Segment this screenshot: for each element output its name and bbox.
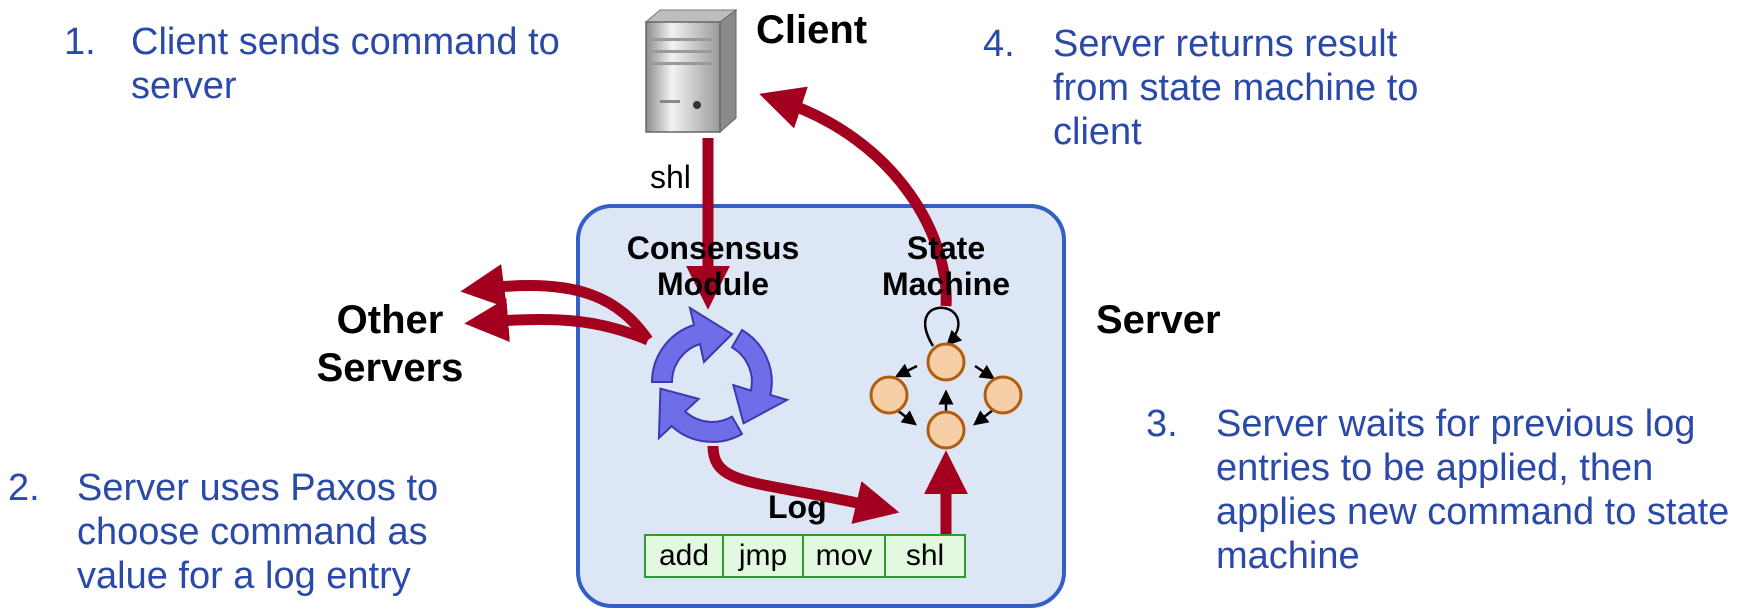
step-2: 2. Server uses Paxos to choose command a…: [8, 466, 528, 598]
step-4-text: Server returns result from state machine…: [1053, 23, 1419, 153]
arrow-consensus-to-other-server-2: [464, 298, 651, 346]
consensus-module-label: Consensus Module: [626, 230, 800, 302]
step-3-text: Server waits for previous log entries to…: [1216, 403, 1730, 577]
client-label: Client: [756, 8, 868, 52]
state-machine-icon: [869, 306, 1023, 450]
step-4-number: 4.: [983, 23, 1015, 65]
step-4: 4. Server returns result from state mach…: [983, 22, 1443, 154]
log-entry: jmp: [722, 534, 804, 578]
step-1-number: 1.: [64, 21, 96, 63]
step-1: 1. Client sends command to server: [64, 20, 624, 108]
command-label: shl: [650, 159, 691, 195]
arrow-consensus-to-log: [707, 445, 900, 524]
log-entry: mov: [802, 534, 886, 578]
step-2-number: 2.: [8, 467, 40, 509]
log-entry: add: [644, 534, 724, 578]
state-machine-label: State Machine: [881, 230, 1011, 302]
server-label: Server: [1096, 298, 1221, 342]
step-3-number: 3.: [1146, 403, 1178, 445]
log-entry: shl: [884, 534, 966, 578]
computer-icon: [644, 9, 738, 134]
log-label: Log: [768, 489, 827, 525]
arrow-state-machine-to-client: [759, 86, 952, 307]
arrow-consensus-to-other-server-1: [460, 264, 653, 344]
step-1-text: Client sends command to server: [131, 21, 560, 107]
other-servers-label: Other Servers: [316, 298, 464, 390]
cycle-arrows-icon: [650, 305, 790, 443]
step-3: 3. Server waits for previous log entries…: [1146, 402, 1750, 578]
step-2-text: Server uses Paxos to choose command as v…: [77, 467, 439, 597]
